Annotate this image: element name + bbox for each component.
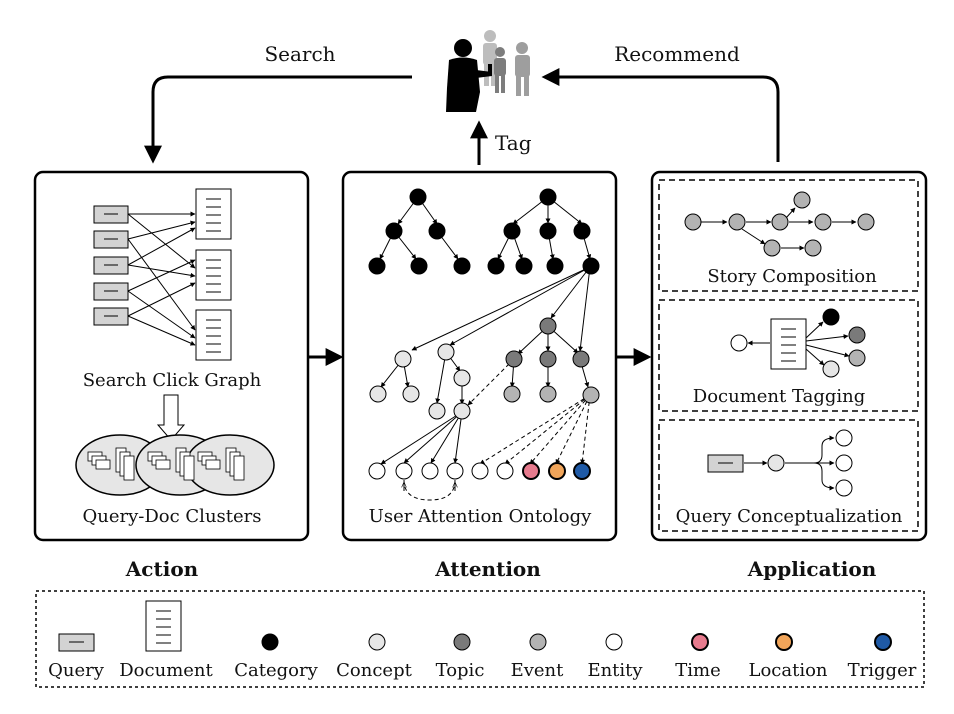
document-tagging-label: Document Tagging <box>693 386 865 407</box>
query-doc-clusters <box>75 434 275 496</box>
legend-document-label: Document <box>119 660 213 681</box>
legend-trigger-label: Trigger <box>848 660 917 681</box>
recommend-label: Recommend <box>614 42 740 66</box>
legend-entity-label: Entity <box>587 660 643 681</box>
legend-time-label: Time <box>675 660 720 681</box>
legend-topic-label: Topic <box>436 660 485 681</box>
users-figure-icon <box>446 30 530 112</box>
legend-query-icon <box>58 633 95 652</box>
query-conceptualization-graph <box>707 429 853 497</box>
recommend-arrow <box>541 68 780 162</box>
application-section-label: Application <box>747 557 877 581</box>
legend-category-icon <box>261 633 279 651</box>
attention-ontology-graph <box>368 188 600 501</box>
legend-concept-label: Concept <box>336 660 412 681</box>
action-section-label: Action <box>125 557 199 581</box>
hollow-down-arrow <box>156 394 186 441</box>
query-conceptualization-box <box>658 419 919 532</box>
legend-event-icon <box>529 633 547 651</box>
legend-location-icon <box>775 633 793 651</box>
legend-document-icon <box>145 600 182 652</box>
query-doc-clusters-label: Query-Doc Clusters <box>82 506 261 527</box>
legend-query-label: Query <box>48 660 105 681</box>
legend-concept-icon <box>368 633 386 651</box>
dashed-link <box>403 479 456 501</box>
search-click-graph-label: Search Click Graph <box>83 370 262 391</box>
legend-topic-icon <box>453 633 471 651</box>
legend-time-icon <box>691 633 709 651</box>
document-tagging-box <box>658 299 919 412</box>
search-label: Search <box>264 42 335 66</box>
legend-trigger-icon <box>874 633 892 651</box>
legend-entity-icon <box>605 633 623 651</box>
story-composition-label: Story Composition <box>707 266 877 287</box>
legend-location-label: Location <box>748 660 827 681</box>
user-attention-ontology-label: User Attention Ontology <box>369 506 592 527</box>
query-conceptualization-label: Query Conceptualization <box>676 506 903 527</box>
legend-event-label: Event <box>511 660 565 681</box>
story-composition-box <box>658 179 919 292</box>
document-tagging-graph <box>730 308 866 378</box>
legend-category-label: Category <box>234 660 318 681</box>
search-arrow <box>144 75 412 164</box>
story-composition-graph <box>684 191 875 257</box>
tag-label: Tag <box>495 131 532 155</box>
attention-section-label: Attention <box>434 557 541 581</box>
search-click-graph <box>93 188 232 361</box>
legend-box <box>35 590 925 688</box>
